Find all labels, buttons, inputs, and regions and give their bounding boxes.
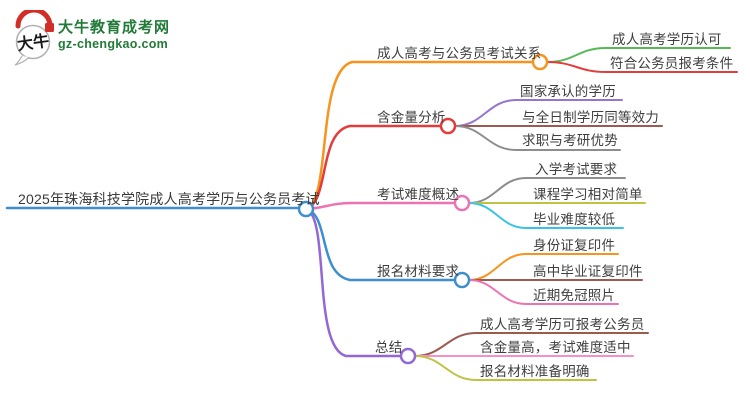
logo-bubble bbox=[15, 24, 51, 60]
branch-label-relation[interactable]: 成人高考与公务员考试关系 bbox=[377, 46, 542, 61]
child-label[interactable]: 含金量高，考试难度适中 bbox=[480, 340, 631, 355]
branch-label-summary[interactable]: 总结 bbox=[375, 340, 403, 355]
child-label[interactable]: 国家承认的学历 bbox=[520, 84, 616, 99]
child-label[interactable]: 成人高考学历可报考公务员 bbox=[480, 317, 645, 332]
branch-curve bbox=[304, 124, 443, 211]
branch-label-materials[interactable]: 报名材料要求 bbox=[377, 264, 460, 279]
child-label[interactable]: 课程学习相对简单 bbox=[533, 187, 643, 202]
child-curve bbox=[414, 355, 597, 381]
child-curve bbox=[454, 99, 623, 127]
branch-node-handle[interactable] bbox=[439, 117, 457, 135]
child-curve bbox=[454, 125, 621, 151]
child-label[interactable]: 符合公务员报考条件 bbox=[610, 56, 734, 71]
brand-domain: gz-chengkao.com bbox=[58, 37, 169, 51]
child-label[interactable]: 与全日制学历同等效力 bbox=[522, 110, 659, 125]
child-label[interactable]: 身份证复印件 bbox=[533, 238, 616, 253]
logo-seal-icon bbox=[45, 23, 54, 32]
branch-curve bbox=[304, 60, 535, 211]
child-label[interactable]: 近期免冠照片 bbox=[533, 288, 616, 303]
logo-bubble-text: 大牛 bbox=[16, 31, 50, 54]
branch-curve bbox=[304, 201, 457, 211]
child-label[interactable]: 成人高考学历认可 bbox=[612, 32, 722, 47]
branch-node-handle[interactable] bbox=[531, 53, 549, 71]
root-node-handle[interactable] bbox=[297, 200, 315, 218]
child-label[interactable]: 求职与考研优势 bbox=[522, 133, 618, 148]
child-label[interactable]: 入学考试要求 bbox=[535, 162, 618, 177]
branch-node-handle[interactable] bbox=[453, 194, 471, 212]
logo-red-arc bbox=[15, 10, 53, 29]
branch-label-difficulty[interactable]: 考试难度概述 bbox=[377, 187, 460, 202]
branch-node-handle[interactable] bbox=[399, 347, 417, 365]
child-curve bbox=[546, 61, 738, 73]
brand-logo: 大牛 大牛教育成考网 gz-chengkao.com bbox=[12, 10, 212, 66]
branch-curve bbox=[304, 207, 457, 282]
branch-curve bbox=[304, 207, 403, 358]
branch-node-handle[interactable] bbox=[453, 271, 471, 289]
root-topic-label[interactable]: 2025年珠海科技学院成人高考学历与公务员考试 bbox=[18, 191, 320, 207]
daniu-bubble-icon: 大牛 bbox=[14, 10, 54, 66]
child-curve bbox=[468, 279, 619, 305]
child-label[interactable]: 报名材料准备明确 bbox=[480, 364, 590, 379]
child-curve bbox=[468, 202, 624, 229]
child-label[interactable]: 高中毕业证复印件 bbox=[533, 264, 643, 279]
logo-bubble-tail bbox=[14, 55, 30, 66]
child-label[interactable]: 毕业难度较低 bbox=[533, 212, 616, 227]
branch-label-value[interactable]: 含金量分析 bbox=[377, 110, 446, 125]
brand-title: 大牛教育成考网 bbox=[58, 19, 171, 36]
